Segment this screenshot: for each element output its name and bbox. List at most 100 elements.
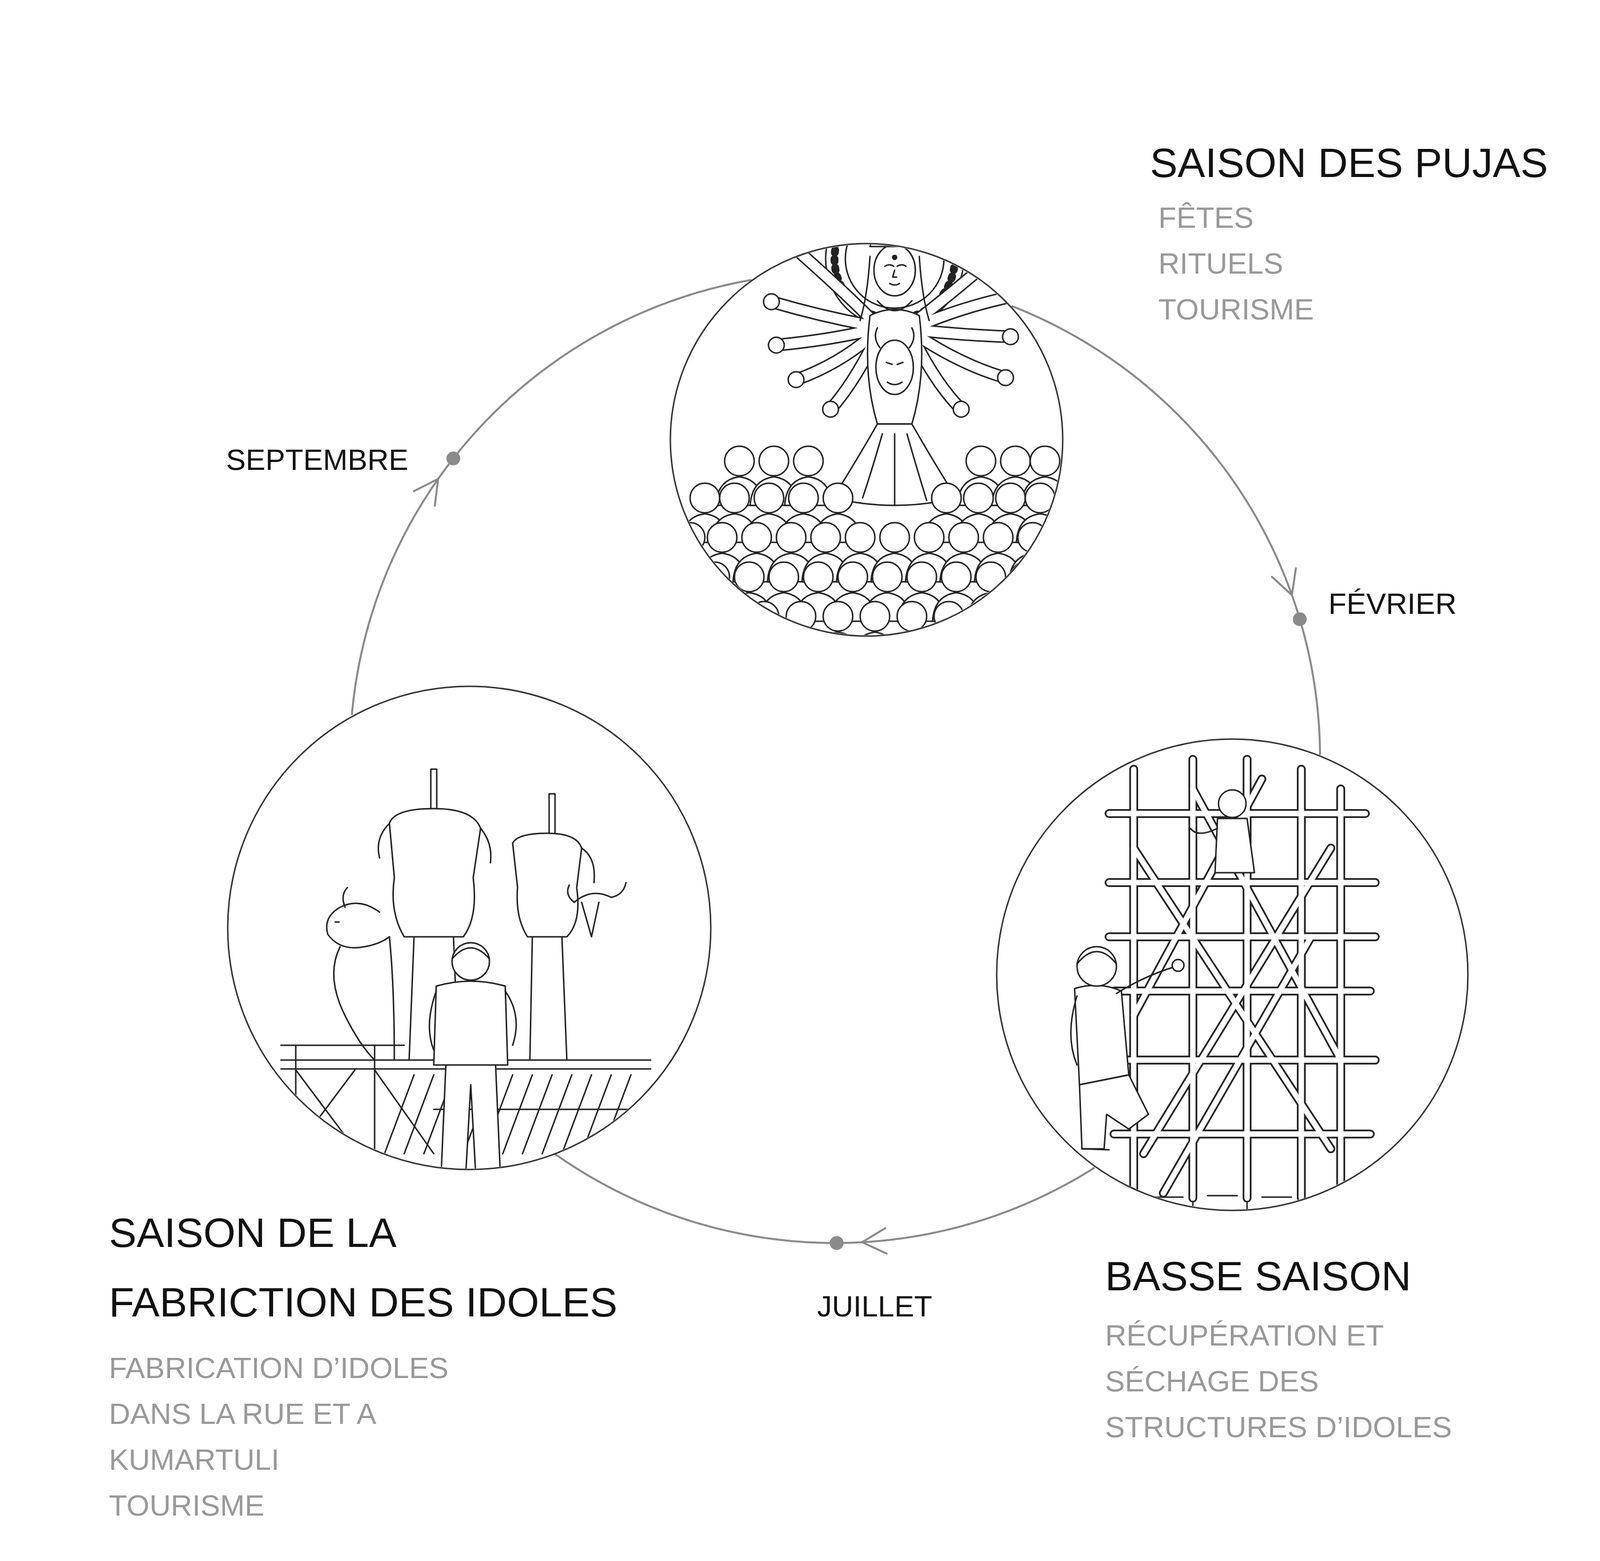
scaffolding-illustration xyxy=(1192,1202,1194,1213)
scaffolding-illustration xyxy=(1246,1202,1249,1213)
durga-illustration xyxy=(1000,237,1016,253)
durga-illustration xyxy=(740,601,788,661)
scaffolding-illustration xyxy=(1207,1194,1238,1197)
idol-making-illustration xyxy=(409,936,415,1060)
idol-making-illustration xyxy=(452,942,490,980)
text-wrapper: TOURISME xyxy=(1158,286,1315,333)
idol-making-illustration xyxy=(333,946,375,1060)
season-description: FÊTES xyxy=(1158,194,1254,241)
durga-illustration xyxy=(909,327,914,348)
idol-making-illustration xyxy=(480,828,491,863)
season-title: SAISON DE LA FABRICTION DES IDOLES xyxy=(108,1197,637,1337)
idol-making-illustration xyxy=(561,936,567,1060)
scaffolding-illustration xyxy=(1074,985,1129,1085)
idol-making-illustration xyxy=(512,833,582,937)
label-wrapper: FÉVRIER xyxy=(1326,586,1459,622)
month-label: JUILLET xyxy=(815,1288,935,1324)
cycle-arc xyxy=(1011,306,1321,756)
idol-making-illustration xyxy=(326,903,390,948)
arrow-head xyxy=(862,1227,887,1254)
scaffolding-illustration xyxy=(1079,1074,1149,1149)
idol-making-illustration xyxy=(280,768,651,1183)
idol-making-illustration xyxy=(280,1044,405,1046)
idol-making-illustration xyxy=(404,1074,434,1154)
durga-illustration xyxy=(768,337,785,353)
scaffolding-illustration xyxy=(1133,1202,1135,1213)
scaffolding-illustration xyxy=(1109,759,1376,1198)
text-wrapper: FÊTES xyxy=(1158,194,1254,241)
month-dot xyxy=(446,451,461,466)
idol-making-illustration xyxy=(542,1074,572,1154)
circle-outline xyxy=(670,243,1063,636)
durga-illustration xyxy=(892,270,897,278)
text-wrapper: FABRICATION D’IDOLES DANS LA RUE ET A KU… xyxy=(108,1344,464,1483)
idol-making-illustration xyxy=(581,1074,612,1154)
label-wrapper: JUILLET xyxy=(815,1288,935,1324)
idol-making-illustration xyxy=(567,884,575,903)
durga-illustration xyxy=(788,371,804,388)
idol-making-illustration xyxy=(378,823,390,858)
text-wrapper: RITUELS xyxy=(1158,240,1284,287)
durga-illustration xyxy=(887,382,903,385)
text-wrapper: TOURISME xyxy=(108,1482,265,1529)
durga-illustration xyxy=(845,209,944,309)
durga-illustration xyxy=(763,237,1024,506)
cycle-arc xyxy=(351,279,752,715)
durga-illustration xyxy=(1008,522,1057,582)
idol-making-illustration xyxy=(295,1069,355,1149)
durga-illustration xyxy=(777,601,825,661)
label-wrapper: SEPTEMBRE xyxy=(224,442,411,478)
season-description: TOURISME xyxy=(1158,286,1315,333)
text-wrapper: RÉCUPÉRATION ET SÉCHAGE DES STRUCTURES D… xyxy=(1105,1312,1465,1450)
scaffolding-illustration xyxy=(1316,1194,1361,1197)
season-description: FABRICATION D’IDOLES DANS LA RUE ET A KU… xyxy=(108,1344,464,1483)
scaffolding-illustration xyxy=(1190,828,1218,834)
circle-outline xyxy=(996,738,1468,1211)
scaffolding-illustration xyxy=(1340,1202,1342,1213)
scaffolding-illustration xyxy=(1300,1202,1303,1213)
scaffolding-illustration xyxy=(1172,959,1184,972)
month-dot xyxy=(829,1235,844,1250)
idol-making-illustration xyxy=(611,882,627,898)
text-wrapper: SAISON DE LA FABRICTION DES IDOLES xyxy=(108,1197,637,1337)
idol-making-illustration xyxy=(581,847,595,883)
season-description: TOURISME xyxy=(108,1482,265,1529)
durga-illustration xyxy=(867,309,922,425)
scaffolding-illustration xyxy=(1077,946,1117,986)
arrow-head xyxy=(1271,568,1296,595)
season-circle: SAISON DE LA FABRICTION DES IDOLESFABRIC… xyxy=(226,685,712,1171)
idol-making-illustration xyxy=(374,1069,434,1154)
durga-illustration xyxy=(962,601,1010,661)
idol-making-illustration xyxy=(295,1044,297,1183)
month-label: FÉVRIER xyxy=(1326,586,1459,622)
idol-making-illustration xyxy=(389,936,395,1060)
durga-illustration xyxy=(897,264,906,267)
month-dot xyxy=(1292,612,1307,627)
durga-illustration xyxy=(897,362,904,365)
arrow-head xyxy=(414,478,439,506)
durga-illustration xyxy=(919,256,930,321)
season-description: RÉCUPÉRATION ET SÉCHAGE DES STRUCTURES D… xyxy=(1105,1312,1465,1450)
text-wrapper: SAISON DES PUJAS xyxy=(1149,138,1549,188)
durga-illustration xyxy=(873,244,916,296)
durga-illustration xyxy=(875,327,880,348)
durga-illustration xyxy=(763,293,780,310)
idol-making-illustration xyxy=(601,1074,631,1154)
durga-illustration xyxy=(862,433,883,498)
circle-outline xyxy=(226,685,712,1171)
durga-illustration xyxy=(875,340,914,395)
month-label: SEPTEMBRE xyxy=(224,442,411,478)
circle-outline xyxy=(995,737,1469,1212)
idol-making-illustration xyxy=(374,1044,376,1183)
circle-outline xyxy=(227,686,711,1170)
durga-illustration xyxy=(1001,561,1049,622)
durga-illustration xyxy=(851,601,899,661)
scaffolding-illustration xyxy=(1081,1148,1110,1150)
scaffolding-illustration xyxy=(1215,818,1255,873)
durga-illustration xyxy=(822,401,839,418)
idol-making-illustration xyxy=(529,936,533,1060)
scaffolding-illustration xyxy=(1084,1194,1114,1197)
cycle-connector xyxy=(1011,306,1321,756)
idol-making-illustration xyxy=(441,1059,501,1174)
idol-making-illustration xyxy=(295,1069,355,1149)
